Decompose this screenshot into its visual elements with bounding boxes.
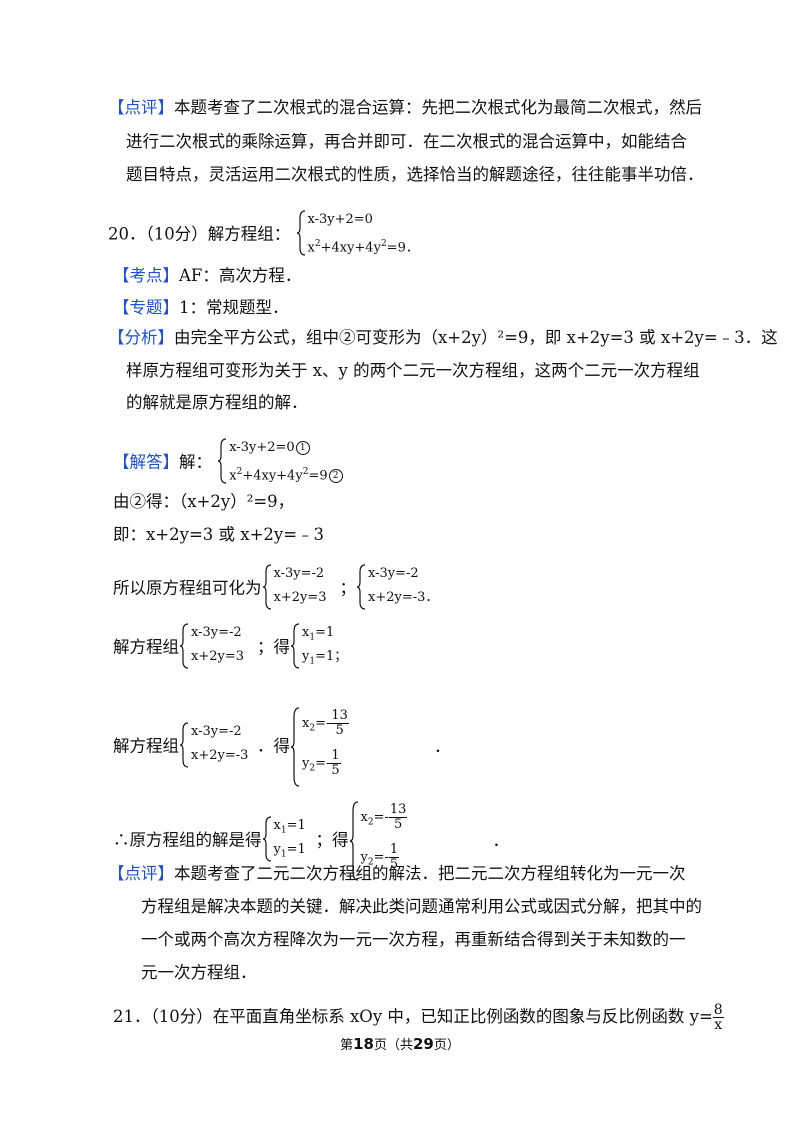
- fenxi-line3: 的解就是原方程组的解．: [126, 393, 308, 412]
- brace-icon: [356, 564, 366, 610]
- comment-19-line3: 题目特点，灵活运用二次根式的性质，选择恰当的解题途径，往往能事半功倍．: [126, 165, 704, 184]
- brace-icon: [179, 623, 189, 669]
- comment-19-line1: 【点评】本题考查了二次根式的混合运算：先把二次根式化为最简二次根式，然后: [108, 98, 702, 117]
- zhuanti-line: 【专题】1：常规题型．: [113, 298, 289, 317]
- kaodian-line: 【考点】AF：高次方程．: [113, 266, 302, 285]
- comment-20-line1: 【点评】本题考查了二元二次方程组的解法．把二元二次方程组转化为一元一次: [108, 864, 686, 883]
- comment-tag: 【点评】: [108, 864, 174, 883]
- circled-number: 1: [295, 440, 310, 455]
- comment-tag: 【点评】: [108, 98, 174, 117]
- page-number: 18: [353, 1035, 374, 1053]
- comment-20-line4: 元一次方程组．: [141, 963, 257, 982]
- equation-system: x-3y+2=0 x2+4xy+4y2=9．: [296, 210, 436, 256]
- circled-number: 2: [328, 468, 343, 483]
- page-footer: 第18页（共29页）: [340, 1035, 460, 1053]
- fenxi-line2: 样原方程组可变形为关于 x、y 的两个二元一次方程组，这两个二元一次方程组: [126, 361, 700, 380]
- step-2: 即：x+2y=3 或 x+2y=﹣3: [113, 525, 325, 544]
- page-total: 29: [413, 1035, 434, 1053]
- step-1: 由②得：（x+2y）²=9，: [113, 492, 295, 511]
- comment-19-line2: 进行二次根式的乘除运算，再合并即可．在二次根式的混合运算中，如能结合: [126, 132, 687, 151]
- comment-20-line3: 一个或两个高次方程降次为一元一次方程，再重新结合得到关于未知数的一: [141, 930, 686, 949]
- comment-20-line2: 方程组是解决本题的关键．解决此类问题通常利用公式或因式分解，把其中的: [141, 897, 702, 916]
- brace-icon: [262, 816, 271, 862]
- brace-icon: [262, 564, 271, 610]
- brace-icon: [349, 801, 358, 881]
- brace-icon: [290, 623, 300, 669]
- fenxi-line1: 【分析】由完全平方公式，组中②可变形为（x+2y）²=9，即 x+2y=3 或 …: [108, 328, 778, 347]
- brace-icon: [218, 438, 227, 484]
- question-21: 21．（10分）在平面直角坐标系 xOy 中，已知正比例函数的图象与反比例函数 …: [113, 1002, 724, 1033]
- brace-icon: [179, 722, 189, 768]
- question-20: 20．（10分）解方程组： x-3y+2=0 x2+4xy+4y2=9．: [108, 210, 436, 258]
- brace-icon: [290, 707, 300, 787]
- brace-icon: [296, 210, 305, 256]
